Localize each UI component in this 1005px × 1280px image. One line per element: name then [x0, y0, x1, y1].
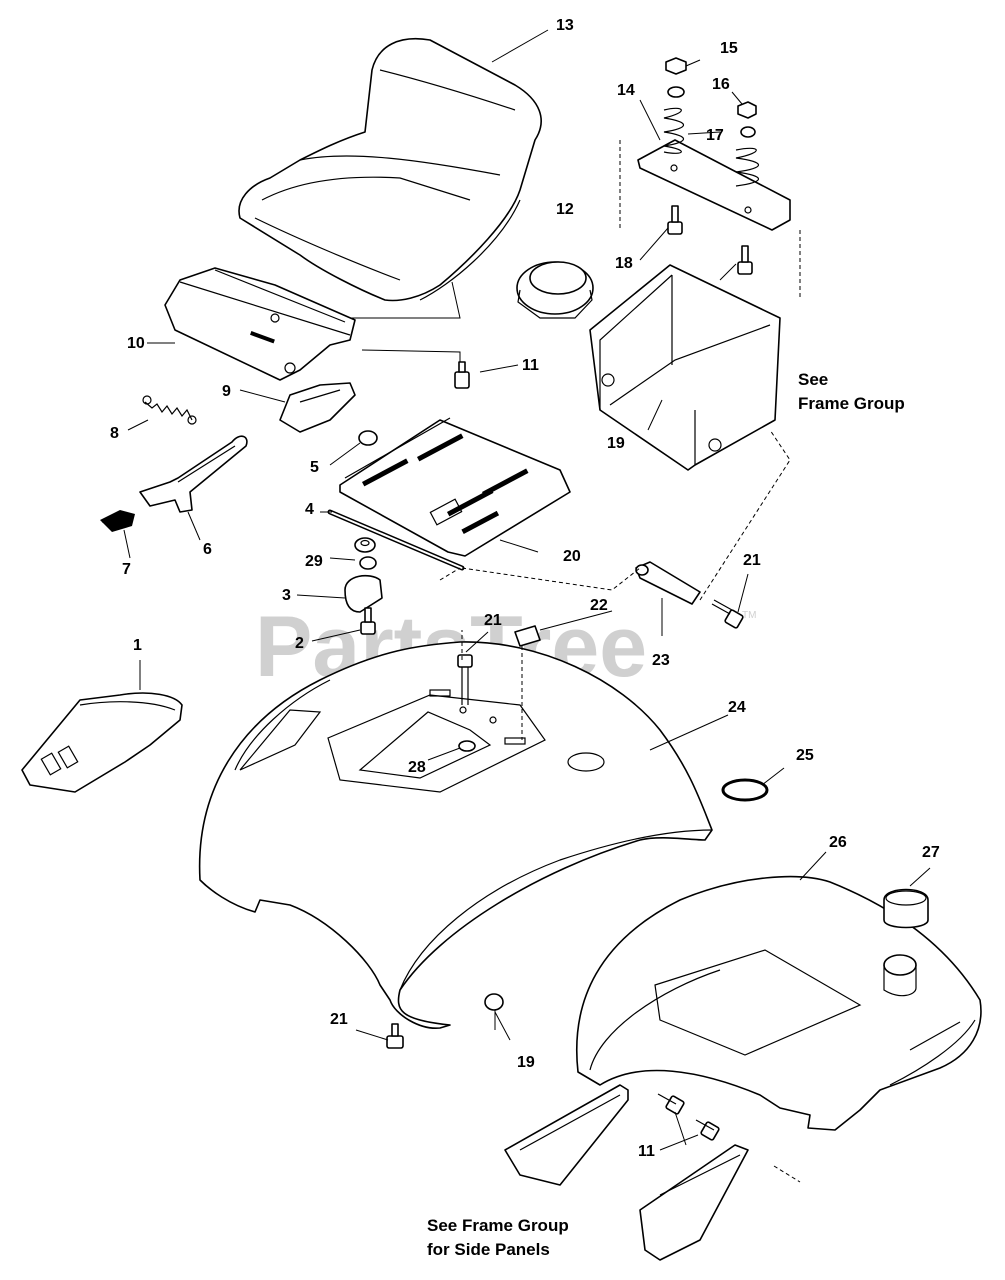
side-panel-bracket-part[interactable]	[639, 1144, 749, 1261]
callout-14: 14	[617, 82, 635, 99]
grommet-part[interactable]	[458, 740, 476, 752]
callout-25: 25	[796, 747, 814, 764]
callout-10: 10	[127, 335, 145, 352]
cover-trim-part[interactable]	[21, 692, 183, 793]
callout-13: 13	[556, 17, 574, 34]
callout-28: 28	[408, 759, 426, 776]
seat-adjust-lever-part[interactable]	[139, 435, 248, 513]
pivot-pin-part[interactable]	[635, 561, 701, 605]
spring-bracket-part[interactable]	[637, 139, 791, 231]
bumper-part[interactable]	[514, 625, 541, 647]
bolt-part[interactable]	[737, 245, 753, 275]
seat-switch-part[interactable]	[516, 261, 594, 319]
nut-part[interactable]	[484, 993, 504, 1011]
watermark-trademark: TM	[742, 610, 756, 621]
spacer-part[interactable]	[359, 556, 377, 570]
leader-lines	[123, 29, 931, 1183]
washer-part[interactable]	[354, 537, 376, 553]
bracket-part[interactable]	[279, 382, 356, 433]
fuel-cap-part[interactable]	[883, 888, 929, 929]
callout-2: 2	[295, 635, 304, 652]
seat-part[interactable]	[238, 38, 542, 302]
callout-11-lower: 11	[638, 1143, 655, 1160]
fender-part[interactable]	[198, 641, 713, 1029]
callout-11-upper: 11	[522, 357, 539, 374]
callout-3: 3	[282, 587, 291, 604]
callout-16: 16	[712, 76, 730, 93]
callout-4: 4	[305, 501, 314, 518]
callout-6: 6	[203, 541, 212, 558]
callout-24: 24	[728, 699, 746, 716]
callout-12: 12	[556, 201, 574, 218]
callout-29: 29	[305, 553, 323, 570]
callout-21-right: 21	[743, 552, 761, 569]
callout-15: 15	[720, 40, 738, 57]
washer-part[interactable]	[740, 126, 756, 138]
rod-part[interactable]	[327, 509, 465, 571]
rear-body-part[interactable]	[576, 875, 982, 1131]
callout-8: 8	[110, 425, 119, 442]
washer-part[interactable]	[667, 86, 685, 98]
bolt-part[interactable]	[667, 205, 683, 235]
o-ring-part[interactable]	[721, 778, 769, 802]
callout-23: 23	[652, 652, 670, 669]
bolt-part[interactable]	[695, 1119, 720, 1141]
side-panels-note-line2: for Side Panels	[427, 1240, 550, 1259]
callout-19-lower: 19	[517, 1054, 535, 1071]
callout-20: 20	[563, 548, 581, 565]
bolt-part[interactable]	[454, 361, 470, 389]
see-frame-group-line1: See	[798, 370, 828, 389]
callout-27: 27	[922, 844, 940, 861]
frame-box-part[interactable]	[589, 264, 781, 471]
bolt-part[interactable]	[386, 1023, 404, 1049]
bolt-part[interactable]	[657, 1093, 685, 1115]
callout-21-bottom: 21	[330, 1011, 348, 1028]
callout-9: 9	[222, 383, 231, 400]
callout-26: 26	[829, 834, 847, 851]
callout-19-upper: 19	[607, 435, 625, 452]
callout-18: 18	[615, 255, 633, 272]
spring-part[interactable]	[735, 147, 759, 187]
callout-1: 1	[133, 637, 142, 654]
nut-part[interactable]	[358, 430, 378, 446]
nut-part[interactable]	[665, 57, 687, 75]
seat-pan-part[interactable]	[164, 267, 356, 381]
spring-part[interactable]	[142, 395, 197, 425]
side-panel-bracket-part[interactable]	[504, 1084, 629, 1186]
nut-part[interactable]	[737, 101, 757, 119]
callout-5: 5	[310, 459, 319, 476]
bolt-part[interactable]	[360, 607, 376, 635]
spring-part[interactable]	[663, 107, 685, 154]
side-panels-note-line1: See Frame Group	[427, 1216, 569, 1235]
clamp-part[interactable]	[344, 574, 383, 613]
bolt-part[interactable]	[711, 599, 744, 629]
callout-17: 17	[706, 127, 724, 144]
handle-grip-part[interactable]	[100, 510, 135, 532]
callout-21-top: 21	[484, 612, 502, 629]
callout-22: 22	[590, 597, 608, 614]
seat-bracket-plate-part[interactable]	[339, 417, 571, 557]
see-frame-group-line2: Frame Group	[798, 394, 905, 413]
callout-labels: 13 15 14 16 17 12 18 10 11 9 See Frame G…	[110, 17, 940, 1259]
callout-7: 7	[122, 561, 131, 578]
